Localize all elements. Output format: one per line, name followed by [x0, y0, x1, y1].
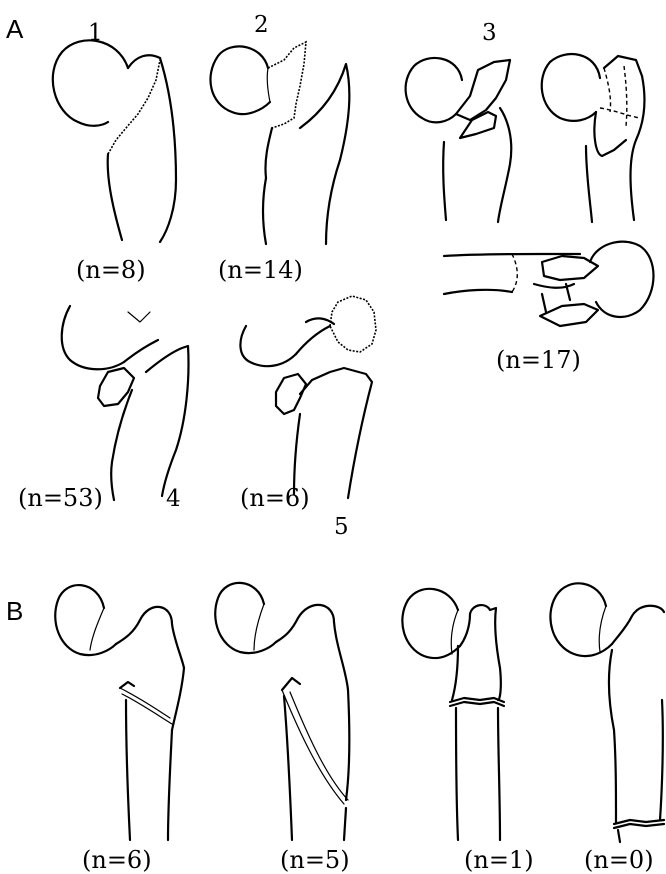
type-3-number: 3 [482, 20, 497, 46]
panel-b-letter: B [6, 596, 23, 626]
type-3c-drawing [444, 242, 654, 326]
type-2-number: 2 [254, 12, 269, 38]
type-5-count: (n=6) [240, 484, 310, 512]
type-1-number: 1 [88, 20, 103, 46]
panel-a-letter: A [6, 14, 24, 44]
panel-b-fracture-2 [215, 583, 349, 840]
panel-b-fracture-1 [55, 585, 184, 840]
type-2-drawing [210, 42, 349, 244]
type-5-drawing [240, 296, 376, 498]
type-4-drawing [62, 306, 189, 500]
type-1-drawing [53, 40, 176, 242]
type-4-number: 4 [166, 486, 181, 512]
type-3b-drawing [542, 54, 645, 222]
type-5-number: 5 [334, 514, 349, 540]
type-3a-drawing [406, 58, 512, 222]
panel-b-count-4: (n=0) [584, 846, 654, 874]
panel-b-fracture-3 [402, 589, 504, 840]
panel-b-count-1: (n=6) [82, 846, 152, 874]
type-4-count: (n=53) [18, 484, 103, 512]
panel-b-fracture-4 [550, 583, 664, 842]
panel-b-count-2: (n=5) [280, 846, 350, 874]
type-3-count: (n=17) [496, 346, 581, 374]
type-1-count: (n=8) [76, 256, 146, 284]
type-2-count: (n=14) [218, 256, 303, 284]
panel-b-count-3: (n=1) [464, 846, 534, 874]
